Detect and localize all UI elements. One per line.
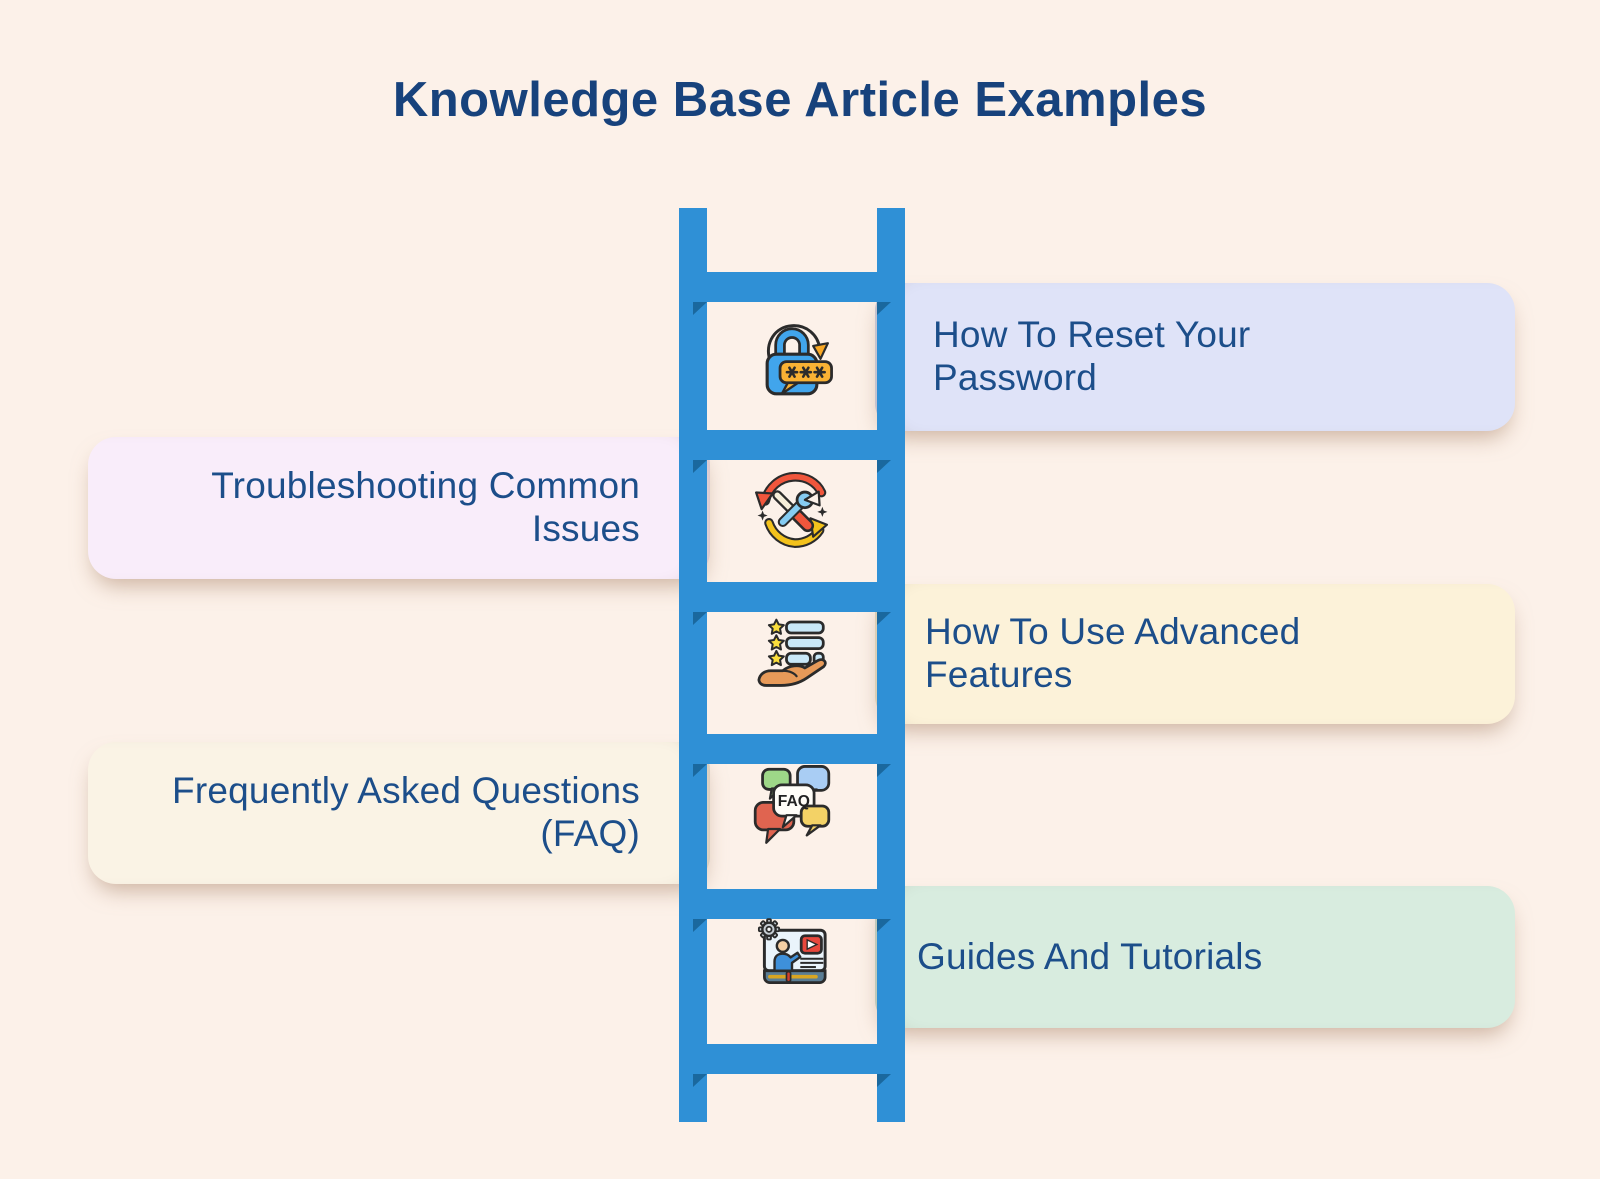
feature-list-hand-icon — [746, 610, 838, 702]
card-guides-tutorials: Guides And Tutorials — [875, 886, 1515, 1028]
card-label-advanced-features: How To Use Advanced Features — [925, 611, 1301, 695]
card-troubleshooting: Troubleshooting Common Issues — [88, 437, 710, 579]
card-faq: Frequently Asked Questions (FAQ) — [88, 742, 710, 884]
tools-sync-icon — [746, 464, 838, 556]
ladder-right-rail — [877, 208, 905, 1122]
card-reset-password: How To Reset Your Password — [875, 283, 1515, 431]
ladder-rung — [693, 734, 891, 777]
card-label-faq: Frequently Asked Questions (FAQ) — [172, 770, 640, 854]
ladder-rung — [693, 889, 891, 932]
password-lock-icon — [746, 311, 838, 403]
svg-text:FAQ: FAQ — [778, 793, 810, 810]
card-advanced-features: How To Use Advanced Features — [875, 584, 1515, 724]
ladder-left-rail — [679, 208, 707, 1122]
card-label-reset-password: How To Reset Your Password — [933, 314, 1251, 398]
card-label-guides-tutorials: Guides And Tutorials — [917, 935, 1263, 977]
ladder-rung — [693, 272, 891, 315]
page-title: Knowledge Base Article Examples — [392, 73, 1208, 127]
card-label-troubleshooting: Troubleshooting Common Issues — [211, 465, 640, 549]
ladder-rung — [693, 430, 891, 473]
ladder-rung — [693, 582, 891, 625]
faq-bubbles-icon: FAQ — [746, 760, 838, 852]
video-tutorial-icon — [746, 910, 838, 1002]
ladder-rung — [693, 1044, 891, 1087]
